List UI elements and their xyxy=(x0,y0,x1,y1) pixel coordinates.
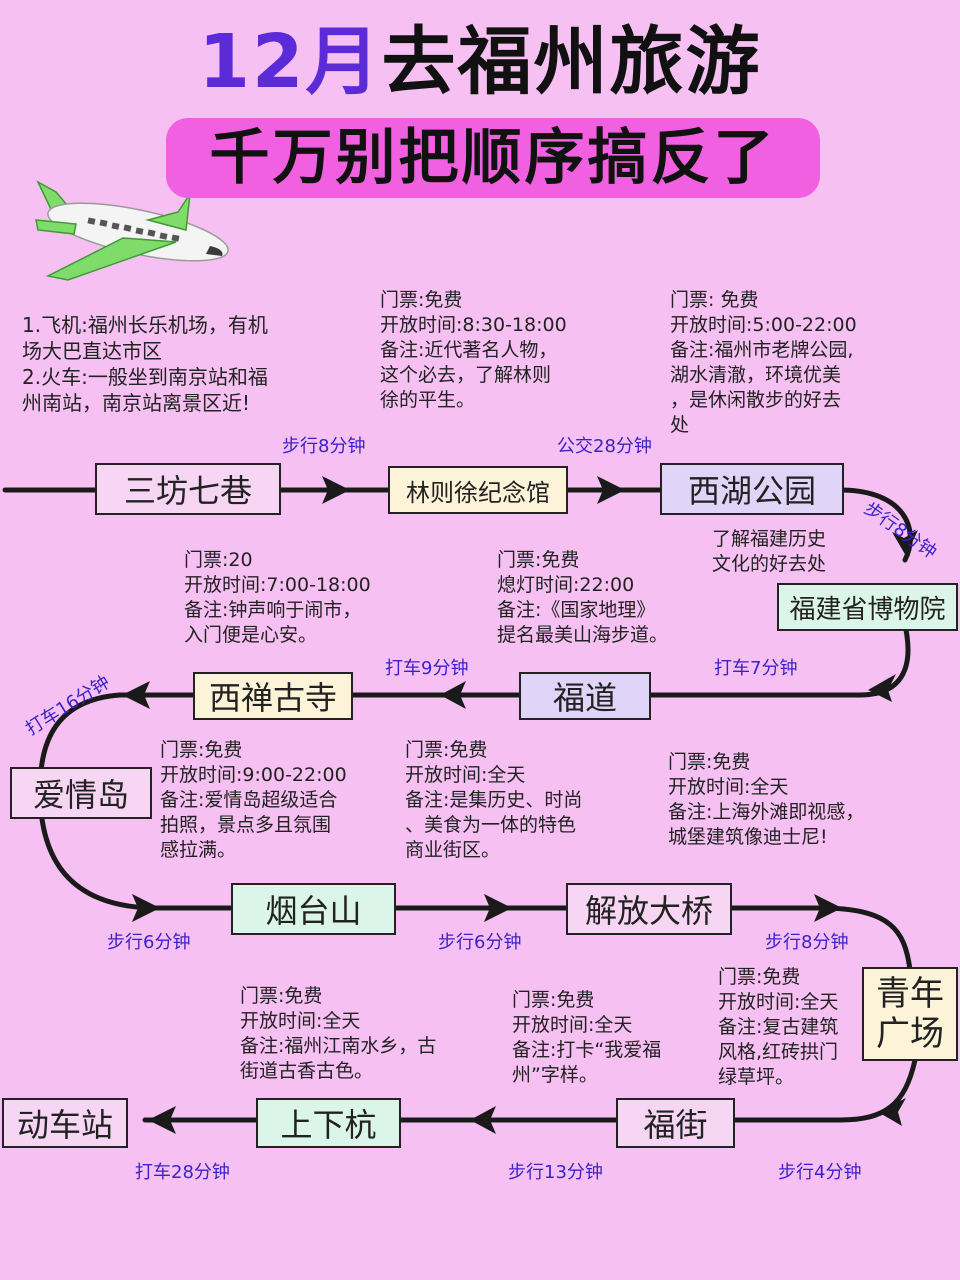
leg-walk-8min-3: 步行8分钟 xyxy=(765,932,849,953)
transport-train: 2.火车:一般坐到南京站和福州南站，南京站离景区近! xyxy=(22,365,268,415)
note-jiefang-bridge: 门票:免费 开放时间:全天 备注:上海外滩即视感， 城堡建筑像迪士尼! xyxy=(668,751,865,848)
note-youth-square: 门票:免费 开放时间:全天 备注:复古建筑 风格,红砖拱门 绿草坪。 xyxy=(718,966,839,1088)
note-xichan-temple: 门票:20 开放时间:7:00-18:00 备注:钟声响于闹市， 入门便是心安。 xyxy=(184,549,371,646)
arrow-head xyxy=(122,681,150,709)
stop-sanfangqixiang: 三坊七巷 xyxy=(95,463,281,515)
arrow-head xyxy=(878,1098,906,1126)
leg-taxi-7min: 打车7分钟 xyxy=(714,658,798,679)
transport-info: 1.飞机:福州长乐机场，有机场大巴直达市区 2.火车:一般坐到南京站和福州南站，… xyxy=(22,312,272,416)
stop-youth-square-label: 青年 广场 xyxy=(876,974,944,1054)
arrow-head xyxy=(597,476,625,504)
arrow-head xyxy=(892,530,918,556)
arrow-head xyxy=(470,1106,496,1134)
arrow-head xyxy=(322,476,350,504)
leg-walk-6min-2: 步行6分钟 xyxy=(438,932,522,953)
stop-fujie: 福街 xyxy=(616,1098,735,1148)
arrow-head xyxy=(484,894,512,922)
leg-walk-13min: 步行13分钟 xyxy=(508,1162,603,1183)
arrow-head xyxy=(132,894,160,922)
route-curve-right-1 xyxy=(117,622,911,698)
note-love-island: 门票:免费 开放时间:9:00-22:00 备注:爱情岛超级适合 拍照，景点多且… xyxy=(160,739,347,861)
leg-walk-6min-1: 步行6分钟 xyxy=(107,932,191,953)
stop-love-island: 爱情岛 xyxy=(10,767,152,819)
arrow-head xyxy=(148,1106,176,1134)
note-west-lake: 门票: 免费 开放时间:5:00-22:00 备注:福州市老牌公园, 湖水清澈，… xyxy=(670,289,857,436)
note-fujie: 门票:免费 开放时间:全天 备注:打卡“我爱福 州”字样。 xyxy=(512,989,662,1086)
page-title: 12月去福州旅游 xyxy=(0,16,960,108)
page-subtitle: 千万别把顺序搞反了 xyxy=(166,118,820,198)
leg-walk-8min-1: 步行8分钟 xyxy=(282,436,366,457)
note-shangxiahang: 门票:免费 开放时间:全天 备注:福州江南水乡，古 街道古香古色。 xyxy=(240,985,437,1082)
stop-jiefang-bridge: 解放大桥 xyxy=(566,883,732,935)
note-yantai-hill: 门票:免费 开放时间:全天 备注:是集历史、时尚 、美食为一体的特色 商业街区。 xyxy=(405,739,583,861)
stop-youth-square: 青年 广场 xyxy=(862,967,958,1061)
note-fudao: 门票:免费 熄灯时间:22:00 备注:《国家地理》 提名最美山海步道。 xyxy=(497,549,669,646)
arrow-head xyxy=(814,894,842,922)
leg-walk-4min: 步行4分钟 xyxy=(778,1162,862,1183)
stop-fujian-museum: 福建省博物院 xyxy=(777,583,958,631)
stop-xichan-temple: 西禅古寺 xyxy=(193,672,353,720)
stop-yantai-hill: 烟台山 xyxy=(231,883,396,935)
stop-dongche-station: 动车站 xyxy=(2,1098,128,1148)
leg-taxi-28min: 打车28分钟 xyxy=(135,1162,230,1183)
title-main: 去福州旅游 xyxy=(381,19,762,105)
stop-shangxiahang: 上下杭 xyxy=(256,1098,401,1148)
arrow-head xyxy=(440,681,466,709)
note-museum: 了解福建历史 文化的好去处 xyxy=(712,528,827,575)
stop-fudao: 福道 xyxy=(519,672,651,720)
stop-west-lake-park: 西湖公园 xyxy=(660,463,844,515)
arrow-head xyxy=(868,674,896,702)
stop-linzexu-memorial: 林则徐纪念馆 xyxy=(388,466,568,514)
transport-plane: 1.飞机:福州长乐机场，有机场大巴直达市区 xyxy=(22,313,268,363)
note-linzexu: 门票:免费 开放时间:8:30-18:00 备注:近代著名人物， 这个必去，了解… xyxy=(380,289,567,411)
leg-taxi-9min: 打车9分钟 xyxy=(385,658,469,679)
title-highlight: 12月 xyxy=(198,19,382,105)
leg-bus-28min: 公交28分钟 xyxy=(557,436,652,457)
